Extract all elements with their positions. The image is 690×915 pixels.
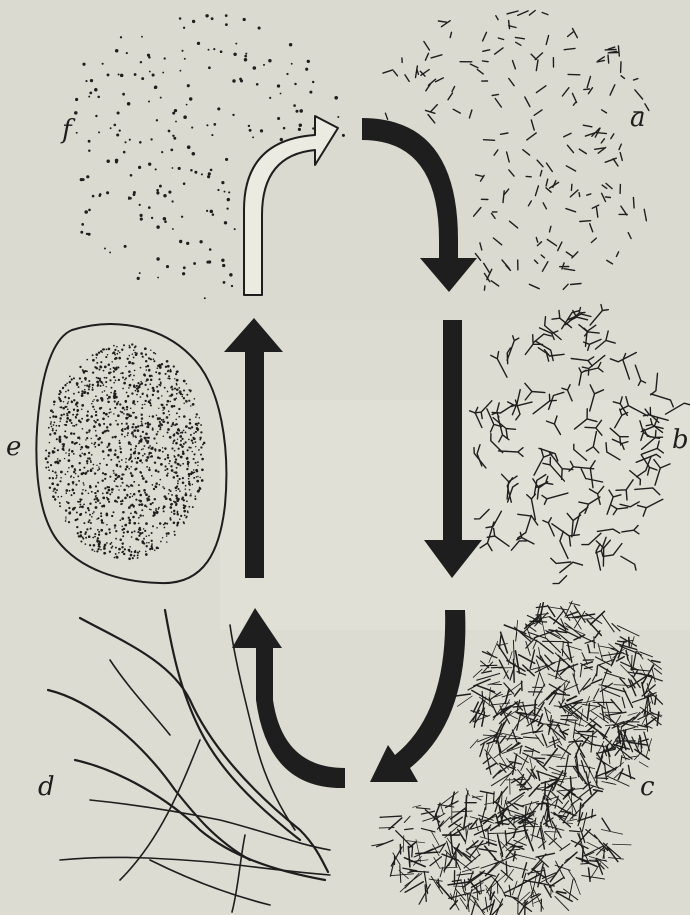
label-a: a (630, 103, 646, 133)
paper-upper-tone (0, 0, 690, 320)
label-d: d (38, 772, 55, 802)
label-b: b (672, 425, 689, 455)
label-c: c (640, 772, 655, 802)
label-e: e (6, 432, 21, 462)
